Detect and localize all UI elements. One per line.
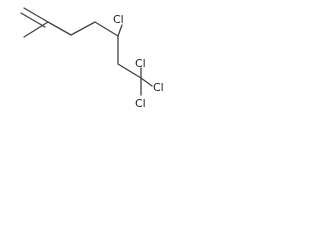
bond-c4-c5 — [94, 21, 119, 37]
bond-c7-cl-right — [140, 77, 153, 87]
molecule-structure-diagram: Cl Cl Cl Cl — [20, 7, 164, 110]
bond-c1-c2-double-b — [20, 12, 46, 28]
bond-c2-methyl — [23, 21, 49, 38]
atom-labels: Cl Cl Cl Cl — [113, 13, 164, 110]
bond-c2-c3 — [47, 21, 72, 36]
atom-label-cl-c7-bottom: Cl — [135, 97, 146, 110]
atom-label-cl-c5: Cl — [113, 13, 124, 26]
atom-label-cl-c7-right: Cl — [153, 81, 164, 94]
bonds — [20, 7, 153, 96]
bond-c5-cl — [117, 24, 123, 37]
bond-c6-c7 — [117, 63, 142, 79]
bond-c3-c4 — [70, 21, 96, 36]
atom-label-cl-c7-top: Cl — [135, 57, 146, 70]
bond-c1-c2-double-a — [23, 7, 49, 23]
